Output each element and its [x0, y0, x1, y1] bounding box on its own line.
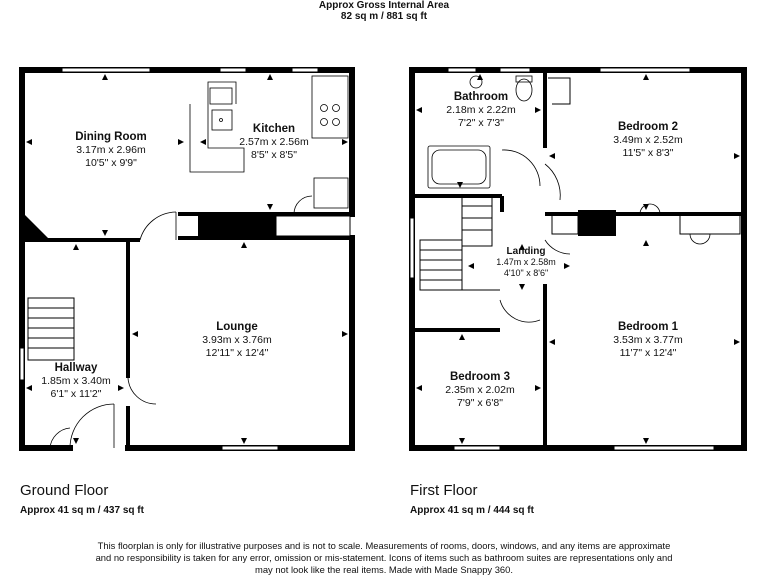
first-floor-title: First Floor: [410, 482, 478, 499]
room-name: Bedroom 3: [449, 371, 511, 383]
room-imperial: 12'11" x 12'4": [205, 347, 269, 359]
first-floor-area: Approx 41 sq m / 444 sq ft: [410, 505, 534, 516]
room-bathroom: Bathroom 2.18m x 2.22m 7'2" x 7'3": [426, 91, 536, 130]
room-bedroom-3: Bedroom 3 2.35m x 2.02m 7'9" x 6'8": [422, 371, 538, 410]
room-name: Bathroom: [453, 91, 509, 103]
gross-area-value: 82 sq m / 881 sq ft: [340, 11, 428, 22]
room-hallway: Hallway 1.85m x 3.40m 6'1" x 11'2": [26, 362, 126, 401]
room-dining: Dining Room 3.17m x 2.96m 10'5" x 9'9": [48, 131, 174, 170]
room-imperial: 4'10" x 8'6": [503, 268, 549, 278]
room-bedroom-2: Bedroom 2 3.49m x 2.52m 11'5" x 8'3": [588, 121, 708, 160]
room-name: Hallway: [54, 362, 98, 374]
room-imperial: 8'5" x 8'5": [251, 149, 297, 161]
room-landing: Landing 1.47m x 2.58m 4'10" x 8'6": [486, 246, 566, 279]
ground-floor-title: Ground Floor: [20, 482, 109, 499]
disclaimer-line-1: This floorplan is only for illustrative …: [97, 540, 671, 551]
room-metric: 1.47m x 2.58m: [496, 257, 556, 267]
room-metric: 3.93m x 3.76m: [202, 334, 272, 346]
room-name: Dining Room: [75, 131, 147, 143]
room-name: Kitchen: [252, 123, 296, 135]
room-metric: 3.17m x 2.96m: [76, 144, 146, 156]
room-name: Lounge: [216, 321, 258, 333]
ground-floor-plan: [19, 67, 355, 451]
disclaimer-line-2: and no responsibility is taken for any e…: [95, 552, 673, 563]
room-imperial: 7'9" x 6'8": [457, 397, 503, 409]
room-bedroom-1: Bedroom 1 3.53m x 3.77m 11'7" x 12'4": [588, 321, 708, 360]
room-imperial: 11'5" x 8'3": [622, 147, 674, 159]
room-metric: 2.35m x 2.02m: [445, 384, 515, 396]
disclaimer-line-3: may not look like the real items. Made w…: [255, 564, 513, 575]
gross-area-title: Approx Gross Internal Area: [318, 0, 450, 11]
room-imperial: 6'1" x 11'2": [50, 388, 102, 400]
room-imperial: 10'5" x 9'9": [85, 157, 137, 169]
room-imperial: 7'2" x 7'3": [458, 117, 504, 129]
room-name: Bedroom 1: [617, 321, 679, 333]
room-lounge: Lounge 3.93m x 3.76m 12'11" x 12'4": [174, 321, 300, 360]
room-imperial: 11'7" x 12'4": [619, 347, 677, 359]
room-metric: 2.57m x 2.56m: [239, 136, 309, 148]
room-metric: 3.49m x 2.52m: [613, 134, 683, 146]
room-name: Landing: [506, 246, 546, 257]
ground-floor-area: Approx 41 sq m / 437 sq ft: [20, 505, 144, 516]
room-name: Bedroom 2: [617, 121, 679, 133]
room-metric: 3.53m x 3.77m: [613, 334, 683, 346]
room-metric: 1.85m x 3.40m: [41, 375, 111, 387]
room-metric: 2.18m x 2.22m: [446, 104, 516, 116]
first-floor-plan: [409, 67, 747, 451]
room-kitchen: Kitchen 2.57m x 2.56m 8'5" x 8'5": [214, 123, 334, 162]
